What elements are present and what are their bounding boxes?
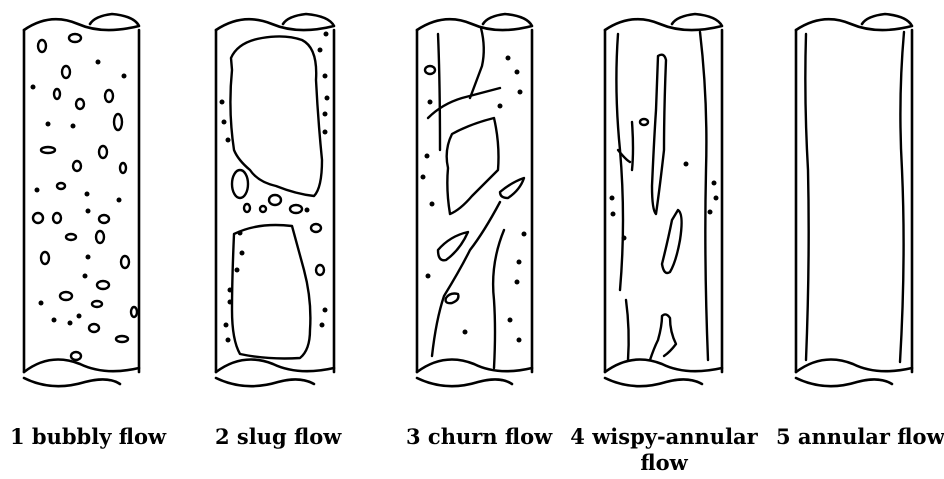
bubbly-flow-bubbles [31,34,138,360]
caption-slug-flow: 2 slug flow [215,424,341,450]
wispy-annular-flow-panel [605,14,722,386]
churn-flow-bubbles [421,56,527,343]
caption-bubbly-flow: 1 bubbly flow [10,424,166,450]
bubbly-flow-tube [24,14,139,386]
churn-flow-panel [417,14,532,386]
caption-churn-flow: 3 churn flow [406,424,552,450]
annular-flow-liquid-film [805,32,904,362]
caption-wispy-annular-flow: 4 wispy-annular flow [564,424,764,476]
caption-wispy-annular-flow-line2: flow [564,450,764,476]
slug-flow-bubbles [220,32,330,343]
churn-flow-gas-structures [428,28,524,368]
bubbly-flow-panel [24,14,139,386]
annular-flow-tube [796,14,912,386]
annular-flow-panel [796,14,912,386]
caption-wispy-annular-flow-line1: 4 wispy-annular [564,424,764,450]
slug-flow-panel [216,14,334,386]
wispy-annular-flow-wisps [616,32,708,360]
caption-annular-flow: 5 annular flow [776,424,944,450]
